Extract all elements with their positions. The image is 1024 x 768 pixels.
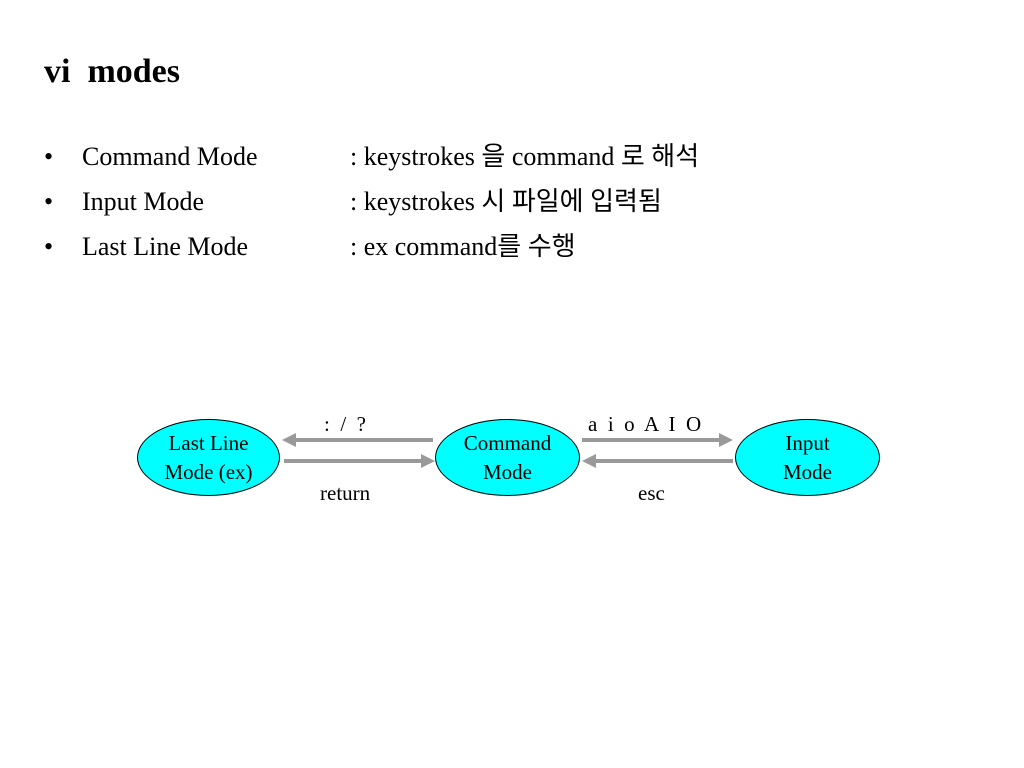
bullet-marker: • xyxy=(44,232,54,261)
node-last-line-mode: Last Line Mode (ex) xyxy=(137,419,280,496)
arrowhead-icon xyxy=(282,433,296,447)
arrowhead-icon xyxy=(421,454,435,468)
arrow-input-to-command xyxy=(582,454,733,468)
edge-label-last-line-to-command: return xyxy=(320,481,371,505)
node-command-mode: Command Mode xyxy=(435,419,580,496)
arrowhead-icon xyxy=(719,433,733,447)
edge-label-input-to-command: esc xyxy=(638,481,665,505)
bullet-term-last-line-mode: Last Line Mode xyxy=(82,232,249,261)
bullet-desc-input-mode: : keystrokes 시 파일에 입력됨 xyxy=(350,187,662,216)
node-label-line: Mode xyxy=(783,459,832,484)
node-label-line: Input xyxy=(785,430,830,455)
bullet-desc-last-line-mode: : ex command를 수행 xyxy=(350,232,576,261)
node-input-mode: Input Mode xyxy=(735,419,880,496)
node-label-line: Mode (ex) xyxy=(164,459,253,484)
node-label-line: Mode xyxy=(483,459,532,484)
bullet-desc-command-mode: : keystrokes 을 command 로 해석 xyxy=(350,142,700,171)
slide-title: vi modes xyxy=(44,53,180,90)
arrow-last-line-to-command xyxy=(284,454,435,468)
node-label-line: Command xyxy=(463,430,552,455)
edge-label-command-to-input: a i o A I O xyxy=(588,412,702,436)
bullet-marker: • xyxy=(44,187,54,216)
edge-label-command-to-last-line: : / ? xyxy=(324,412,366,436)
node-label-line: Last Line xyxy=(168,430,249,455)
bullet-term-input-mode: Input Mode xyxy=(82,187,205,216)
bullet-marker: • xyxy=(44,142,54,171)
bullet-term-command-mode: Command Mode xyxy=(82,142,258,171)
arrowhead-icon xyxy=(582,454,596,468)
